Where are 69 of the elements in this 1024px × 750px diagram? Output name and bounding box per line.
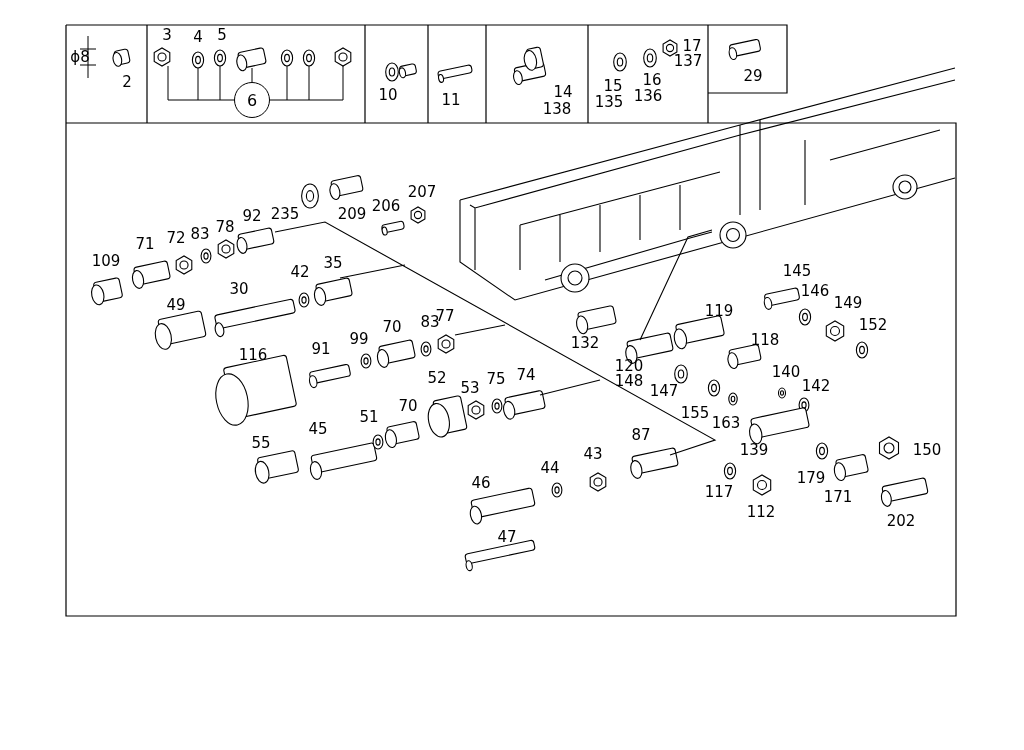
callout-number: 119 <box>704 303 734 319</box>
callout-number: 155 <box>680 405 710 421</box>
callout-number: 15 <box>603 78 623 94</box>
callout-number: 202 <box>886 513 916 529</box>
callout-number: 147 <box>649 383 679 399</box>
callout-number: 109 <box>91 253 121 269</box>
callout-number: 16 <box>642 72 662 88</box>
callout-number: 52 <box>427 370 447 386</box>
callout-number: 17 <box>682 38 702 54</box>
callout-number: 51 <box>359 409 379 425</box>
callout-number: 235 <box>270 206 300 222</box>
callout-number: 71 <box>135 236 155 252</box>
callout-number: 75 <box>486 371 506 387</box>
callout-number: 29 <box>743 68 763 84</box>
dimension-label: ϕ8 <box>70 49 90 65</box>
callout-number: 10 <box>378 87 398 103</box>
callout-number: 35 <box>323 255 343 271</box>
callout-number: 140 <box>771 364 801 380</box>
callout-number: 87 <box>631 427 651 443</box>
callout-number: 148 <box>614 373 644 389</box>
callout-number: 209 <box>337 206 367 222</box>
callout-number: 49 <box>166 297 186 313</box>
callout-number: 150 <box>912 442 942 458</box>
callout-number: 43 <box>583 446 603 462</box>
callout-number: 120 <box>614 358 644 374</box>
callout-number: 146 <box>800 283 830 299</box>
callout-number: 30 <box>229 281 249 297</box>
callout-number: 72 <box>166 230 186 246</box>
callout-number: 5 <box>217 27 227 43</box>
callout-number: 55 <box>251 435 271 451</box>
callout-number: 118 <box>750 332 780 348</box>
callout-number: 42 <box>290 264 310 280</box>
callout-number: 117 <box>704 484 734 500</box>
callout-number: 206 <box>371 198 401 214</box>
callout-number: 99 <box>349 331 369 347</box>
callout-number: 46 <box>471 475 491 491</box>
callout-number: 14 <box>553 84 573 100</box>
callout-number: 47 <box>497 529 517 545</box>
callout-number: 78 <box>215 219 235 235</box>
callout-number: 116 <box>238 347 268 363</box>
callout-number: 112 <box>746 504 776 520</box>
callout-number: 135 <box>594 94 624 110</box>
callout-number: 44 <box>540 460 560 476</box>
callout-number: 45 <box>308 421 328 437</box>
callout-number: 137 <box>673 53 703 69</box>
callout-number: 92 <box>242 208 262 224</box>
callout-number: 149 <box>833 295 863 311</box>
callout-number: 4 <box>193 29 203 45</box>
callout-number: 74 <box>516 367 536 383</box>
callout-number: 136 <box>633 88 663 104</box>
callout-number: 132 <box>570 335 600 351</box>
callout-number: 2 <box>122 74 132 90</box>
callout-number: 163 <box>711 415 741 431</box>
callout-number: 83 <box>190 226 210 242</box>
callout-number: 70 <box>382 319 402 335</box>
callout-number: 179 <box>796 470 826 486</box>
callout-number: 145 <box>782 263 812 279</box>
callout-number: 11 <box>441 92 461 108</box>
callout-number: 207 <box>407 184 437 200</box>
callout-number: 138 <box>542 101 572 117</box>
callout-number: 171 <box>823 489 853 505</box>
callout-number: 53 <box>460 380 480 396</box>
callout-number: 152 <box>858 317 888 333</box>
callout-number: 142 <box>801 378 831 394</box>
callout-number: 3 <box>162 27 172 43</box>
callout-number: 91 <box>311 341 331 357</box>
callout-number: 139 <box>739 442 769 458</box>
callout-number: 70 <box>398 398 418 414</box>
callout-circle: 6 <box>234 82 270 118</box>
